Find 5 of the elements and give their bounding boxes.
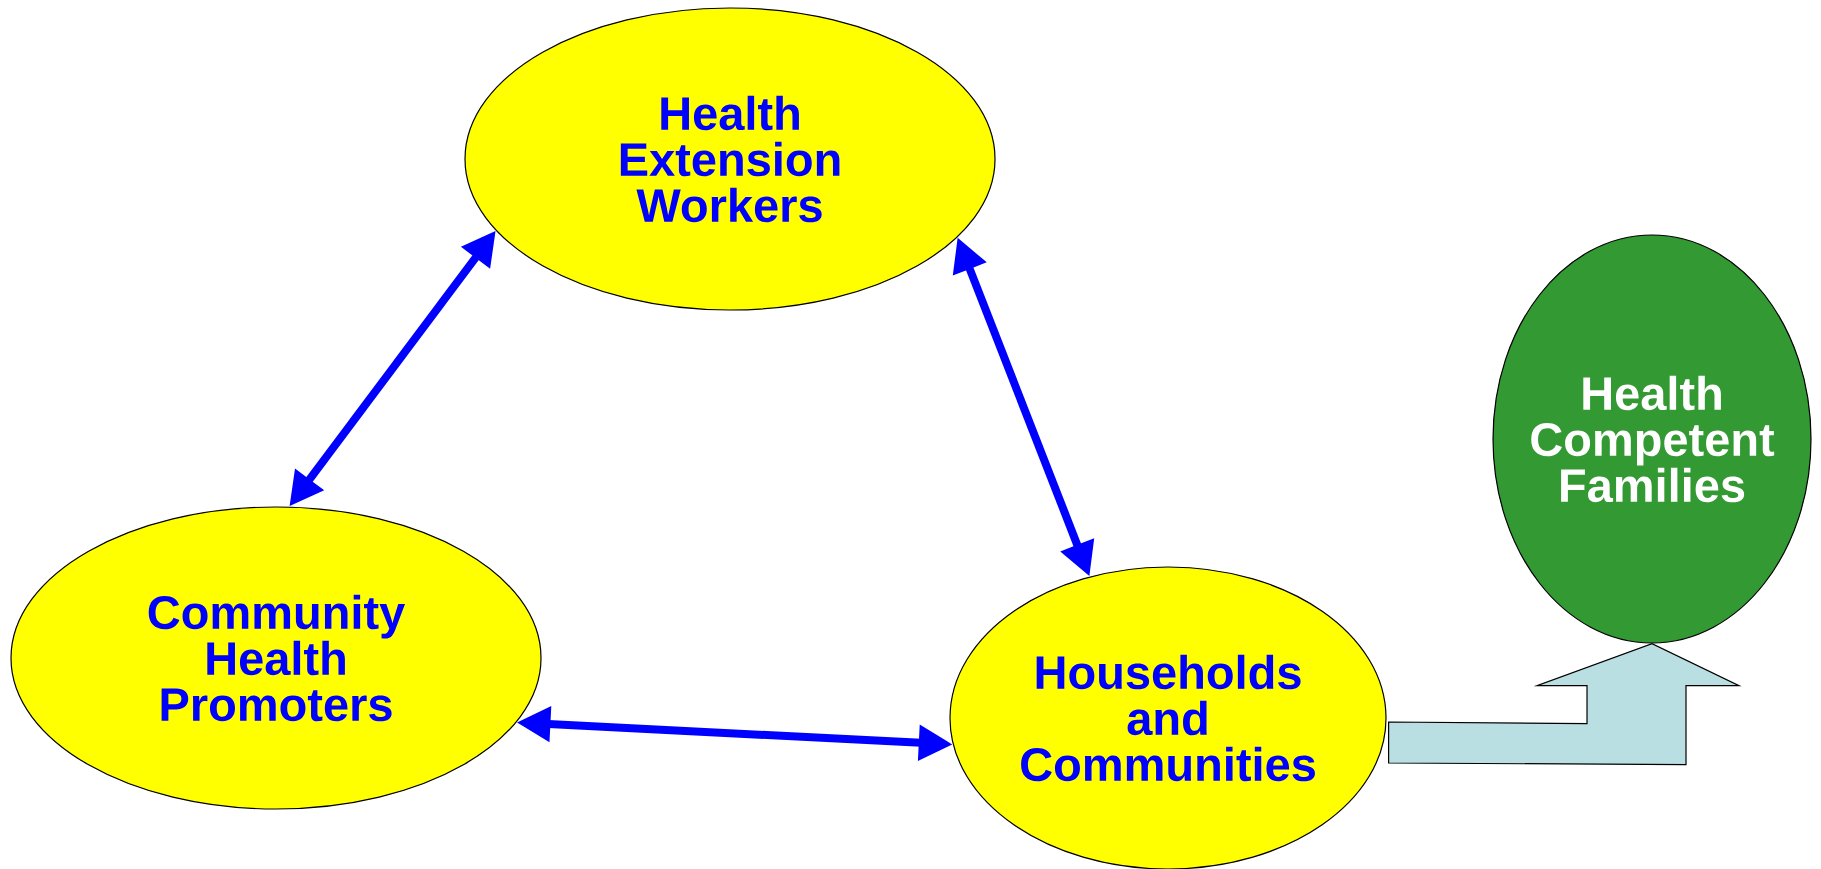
ellipse-node: Community Health Promoters bbox=[10, 506, 542, 810]
ellipse-node: Households and Communities bbox=[949, 566, 1387, 869]
ellipse-node: Health Competent Families bbox=[1492, 234, 1812, 644]
block-arrow bbox=[1388, 642, 1742, 766]
ellipse-node: Health Extension Workers bbox=[464, 7, 996, 311]
